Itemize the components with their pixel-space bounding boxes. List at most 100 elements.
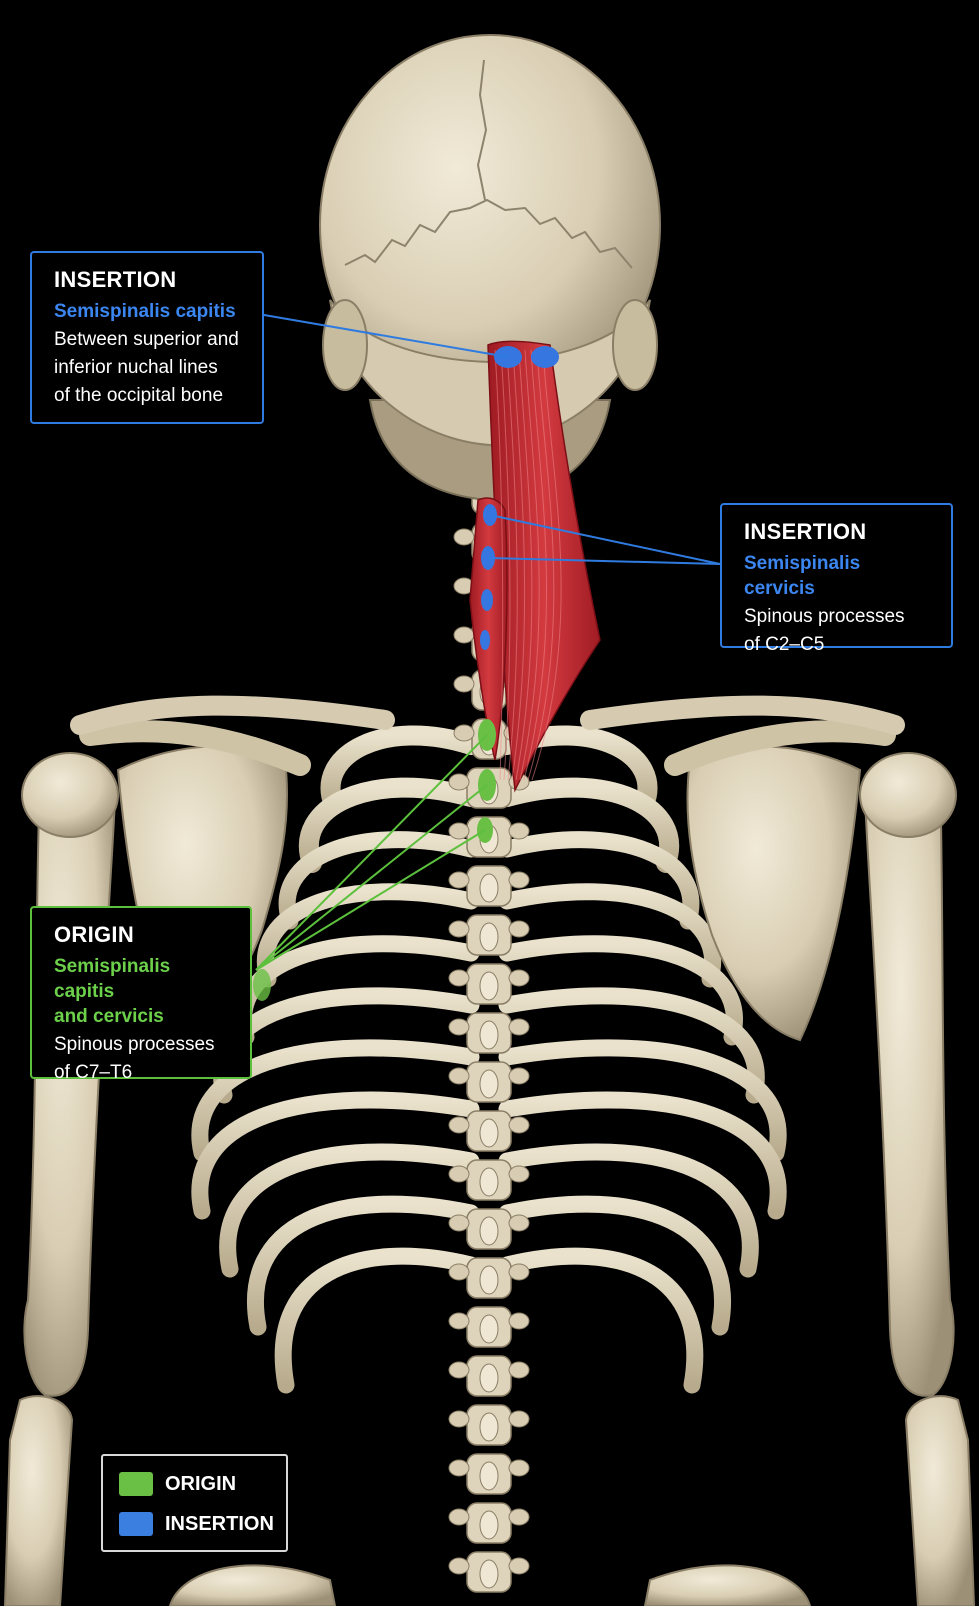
legend-swatch-insertion bbox=[119, 1512, 153, 1536]
rib-right-2 bbox=[497, 777, 680, 873]
rib-right-3 bbox=[498, 831, 700, 930]
rib-left-10 bbox=[247, 1195, 480, 1336]
legend: ORIGIN INSERTION bbox=[101, 1454, 288, 1552]
right-clavicle bbox=[580, 695, 905, 735]
transverse-process bbox=[453, 626, 475, 644]
callout-muscle-name: Semispinalis capitis bbox=[54, 301, 236, 322]
transverse-process bbox=[448, 773, 470, 791]
muscle-fiber bbox=[500, 349, 511, 781]
callout-description-line: of the occipital bone bbox=[54, 385, 224, 406]
callout-heading: ORIGIN bbox=[54, 922, 135, 947]
transverse-process bbox=[448, 1214, 470, 1232]
right-iliac-crest bbox=[643, 1564, 812, 1606]
callout-muscle-name: Semispinalis cervicis bbox=[744, 553, 861, 599]
leader-line-cervicis-1 bbox=[489, 514, 721, 565]
transverse-process bbox=[448, 1018, 470, 1036]
transverse-process bbox=[448, 1361, 470, 1379]
insertion-marker-c5 bbox=[480, 630, 490, 650]
spinous-process bbox=[479, 1265, 499, 1295]
left-forearm bbox=[3, 1395, 74, 1606]
spinous-process bbox=[479, 922, 499, 952]
transverse-process bbox=[448, 1263, 470, 1281]
legend-item-insertion: INSERTION bbox=[119, 1512, 274, 1536]
transverse-process bbox=[448, 1459, 470, 1477]
muscle-fiber bbox=[519, 349, 540, 781]
transverse-process bbox=[508, 1018, 530, 1036]
spinous-process bbox=[479, 1461, 499, 1491]
callout-muscle-name: Semispinalis capitis and cervicis bbox=[54, 954, 228, 1029]
spinous-process bbox=[479, 1510, 499, 1540]
spinous-process bbox=[479, 1020, 499, 1050]
left-mastoid bbox=[322, 299, 368, 391]
leader-line-origin-2 bbox=[255, 784, 488, 971]
leader-lines bbox=[255, 314, 721, 971]
transverse-process bbox=[448, 920, 470, 938]
callout-heading: INSERTION bbox=[54, 267, 177, 292]
spinous-process bbox=[479, 971, 499, 1001]
left-clavicle bbox=[70, 695, 395, 735]
muscle-fiber bbox=[527, 349, 555, 781]
transverse-process bbox=[508, 1459, 530, 1477]
spinous-process bbox=[479, 1118, 499, 1148]
right-mastoid bbox=[612, 299, 658, 391]
right-forearm bbox=[904, 1395, 976, 1606]
transverse-process bbox=[508, 871, 530, 889]
spinous-process bbox=[479, 1412, 499, 1442]
transverse-process bbox=[448, 822, 470, 840]
right-scapular-spine bbox=[664, 720, 896, 776]
rib-right-10 bbox=[498, 1195, 731, 1336]
callout-description-line: Between superior and bbox=[54, 329, 239, 350]
muscle-fiber bbox=[511, 349, 526, 781]
rib-left-8 bbox=[191, 1091, 480, 1220]
callout-description-line: Spinous processes bbox=[54, 1034, 215, 1055]
insertion-marker-capitis-right bbox=[531, 346, 559, 368]
muscle-fiber bbox=[506, 349, 518, 781]
rib-left-11 bbox=[274, 1247, 480, 1394]
legend-swatch-origin bbox=[119, 1472, 153, 1496]
transverse-process bbox=[448, 969, 470, 987]
lambdoid-suture bbox=[344, 198, 633, 269]
leader-line-cervicis-2 bbox=[487, 557, 721, 565]
left-iliac-crest bbox=[168, 1564, 337, 1606]
transverse-process bbox=[508, 969, 530, 987]
transverse-process bbox=[448, 871, 470, 889]
left-scapular-spine bbox=[79, 720, 311, 776]
spinous-process bbox=[479, 1314, 499, 1344]
rib-right-7 bbox=[498, 1039, 787, 1162]
callout-description: Spinous processes of C7–T6 bbox=[54, 1031, 228, 1087]
callout-description: Spinous processes of C2–C5 bbox=[744, 603, 929, 659]
leader-line-origin-3 bbox=[255, 829, 486, 971]
spinous-process bbox=[479, 1363, 499, 1393]
rib-right-6 bbox=[498, 987, 765, 1104]
spinous-process bbox=[479, 1167, 499, 1197]
rib-left-7 bbox=[191, 1039, 480, 1162]
right-humeral-head bbox=[859, 752, 957, 838]
transverse-process bbox=[448, 1312, 470, 1330]
transverse-process bbox=[448, 1557, 470, 1575]
legend-label-insertion: INSERTION bbox=[165, 1512, 274, 1535]
transverse-process bbox=[508, 1214, 530, 1232]
transverse-process bbox=[453, 528, 475, 546]
callout-description-line: of C7–T6 bbox=[54, 1062, 133, 1083]
left-humeral-head bbox=[21, 752, 119, 838]
rib-left-1 bbox=[320, 725, 481, 815]
callout-description-line: Spinous processes bbox=[744, 606, 905, 627]
rib-left-9 bbox=[219, 1143, 480, 1278]
muscle-fiber bbox=[515, 349, 533, 781]
transverse-process bbox=[448, 1067, 470, 1085]
spinous-process bbox=[479, 873, 499, 903]
spinous-process bbox=[479, 1216, 499, 1246]
transverse-process bbox=[508, 1067, 530, 1085]
rib-right-5 bbox=[498, 935, 743, 1046]
insertion-marker-c4 bbox=[481, 589, 493, 611]
callout-muscle-name-line: and cervicis bbox=[54, 1006, 164, 1027]
spinous-process bbox=[479, 1069, 499, 1099]
spinous-process bbox=[479, 1559, 499, 1589]
origin-callout: ORIGIN Semispinalis capitis and cervicis… bbox=[30, 906, 252, 1083]
transverse-process bbox=[508, 822, 530, 840]
transverse-process bbox=[448, 1165, 470, 1183]
callout-muscle-name-line: Semispinalis capitis bbox=[54, 956, 171, 1002]
muscle-fiber bbox=[531, 349, 562, 781]
transverse-process bbox=[508, 1508, 530, 1526]
rib-right-11 bbox=[498, 1247, 704, 1394]
